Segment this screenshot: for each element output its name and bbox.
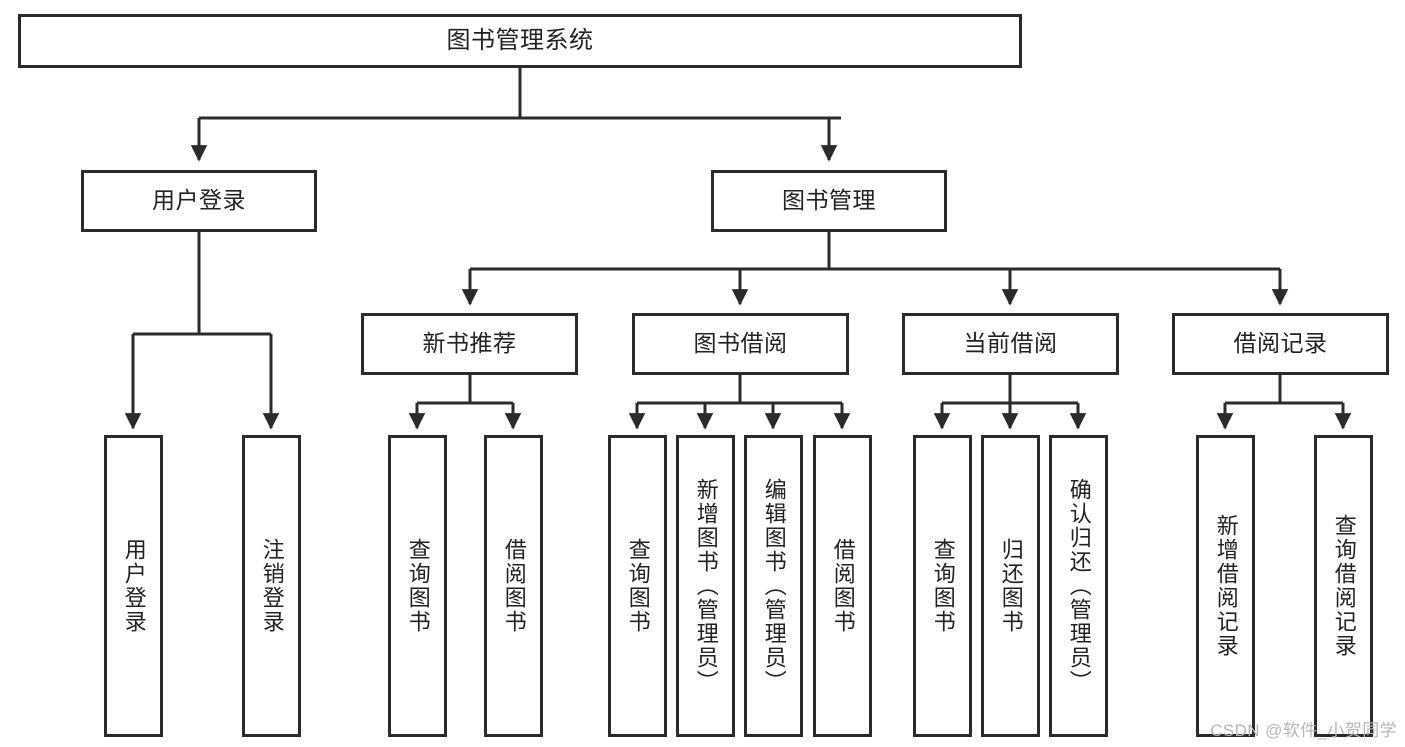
leaf-book-borrow-borrow-book[interactable]: 借阅图书 — [813, 435, 872, 737]
leaf-new-book-borrow-book[interactable]: 借阅图书 — [484, 435, 543, 737]
node-label: 借阅图书 — [501, 538, 527, 634]
leaf-borrow-record-add-record[interactable]: 新增借阅记录 — [1196, 435, 1255, 737]
leaf-current-borrow-confirm-return-admin[interactable]: 确认归还（管理员） — [1049, 435, 1108, 737]
node-book-borrow[interactable]: 图书借阅 — [632, 313, 849, 375]
leaf-new-book-query-book[interactable]: 查询图书 — [388, 435, 447, 737]
node-label: 新增借阅记录 — [1213, 514, 1239, 658]
leaf-current-borrow-query-book[interactable]: 查询图书 — [913, 435, 972, 737]
node-label: 新增图书（管理员） — [693, 478, 719, 694]
node-label: 查询图书 — [930, 538, 956, 634]
node-label: 借阅记录 — [1233, 330, 1328, 357]
leaf-book-borrow-add-book-admin[interactable]: 新增图书（管理员） — [676, 435, 735, 737]
leaf-current-borrow-return-book[interactable]: 归还图书 — [981, 435, 1040, 737]
node-label: 归还图书 — [998, 538, 1024, 634]
node-label: 新书推荐 — [422, 330, 517, 357]
node-book-management[interactable]: 图书管理 — [711, 170, 947, 232]
node-label: 借阅图书 — [830, 538, 856, 634]
node-root-book-management-system[interactable]: 图书管理系统 — [18, 14, 1022, 68]
node-label: 编辑图书（管理员） — [761, 478, 787, 694]
node-label: 图书管理 — [782, 187, 876, 214]
node-new-book-recommend[interactable]: 新书推荐 — [361, 313, 578, 375]
node-label: 图书管理系统 — [446, 26, 594, 54]
leaf-book-borrow-query-book[interactable]: 查询图书 — [608, 435, 667, 737]
node-label: 注销登录 — [259, 538, 285, 634]
node-label: 当前借阅 — [963, 330, 1058, 357]
node-label: 用户登录 — [152, 187, 246, 214]
node-label: 查询图书 — [625, 538, 651, 634]
leaf-book-borrow-edit-book-admin[interactable]: 编辑图书（管理员） — [744, 435, 803, 737]
node-label: 查询借阅记录 — [1331, 514, 1357, 658]
node-label: 查询图书 — [405, 538, 431, 634]
node-label: 图书借阅 — [693, 330, 788, 357]
node-current-borrow[interactable]: 当前借阅 — [902, 313, 1119, 375]
leaf-borrow-record-query-record[interactable]: 查询借阅记录 — [1314, 435, 1373, 737]
csdn-watermark: CSDN @软件_小贺同学 — [1210, 721, 1397, 740]
node-label: 用户登录 — [121, 538, 147, 634]
leaf-user-login-login[interactable]: 用户登录 — [104, 435, 163, 737]
leaf-user-login-logout[interactable]: 注销登录 — [242, 435, 301, 737]
node-label: 确认归还（管理员） — [1066, 478, 1092, 694]
node-borrow-record[interactable]: 借阅记录 — [1172, 313, 1389, 375]
node-user-login[interactable]: 用户登录 — [81, 170, 317, 232]
